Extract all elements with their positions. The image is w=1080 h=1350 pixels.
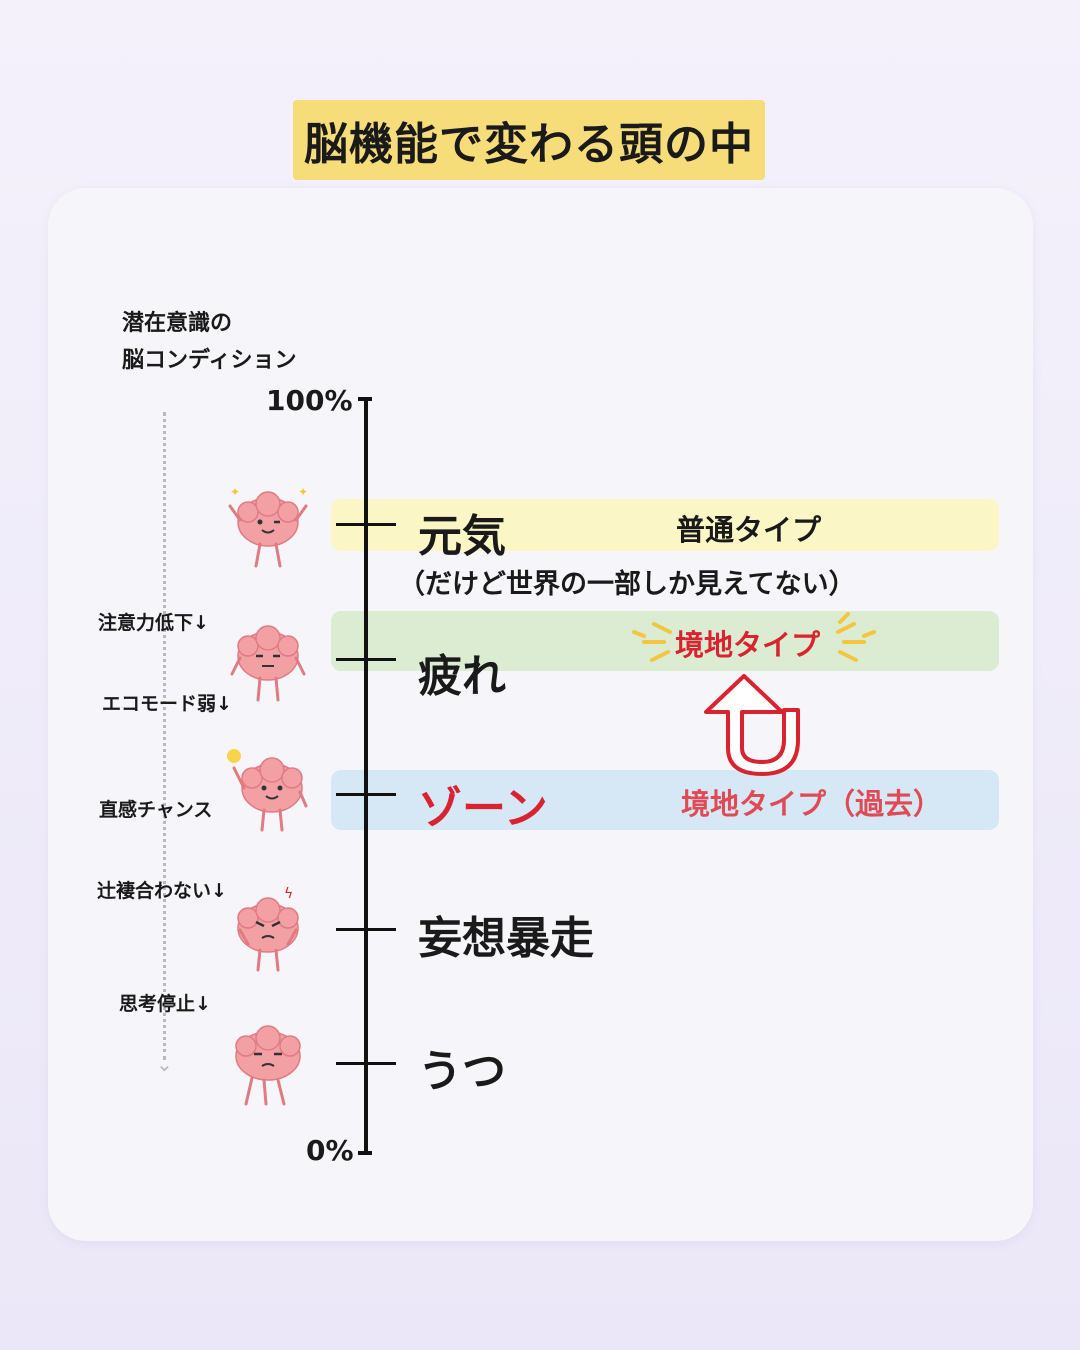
level-utsu: うつ [418,1046,506,1097]
tick-utsu [336,1062,396,1065]
axis-bottom-cap [358,1151,372,1155]
axis-bottom-label: 0% [306,1134,354,1167]
level-mousou: 妄想暴走 [418,913,594,964]
page-title: 脳機能で変わる頭の中 [293,100,765,180]
tick-genki [336,523,396,526]
level-tsukare: 疲れ [418,651,506,702]
axis-caption: 潜在意識の 脳コンディション [122,305,296,379]
note-eco: エコモード弱↓ [102,693,232,715]
brain-tired-icon [230,625,306,702]
band-label-normal: 普通タイプ [676,513,822,547]
note-thinking: 思考停止↓ [119,993,211,1015]
diagram-panel [48,188,1033,1241]
level-genki: 元気 [418,511,506,562]
tick-tsukare [336,658,396,661]
band-normal [331,499,999,551]
axis-caption-line1: 潜在意識の [122,311,233,336]
note-attention: 注意力低下↓ [98,612,209,634]
brain-idea-icon [227,749,308,832]
brain-sad-icon [235,1025,301,1106]
axis-caption-line2: 脳コンディション [122,348,297,373]
level-genki-note: （だけど世界の一部しか見えてない） [398,569,856,600]
band-label-kyouchi: 境地タイプ [675,628,821,662]
band-label-kyouchi-past: 境地タイプ（過去） [681,787,943,821]
svg-text:✦: ✦ [230,485,240,499]
brain-happy-icon: ✦✦ [228,485,308,568]
svg-text:ϟ: ϟ [284,886,293,902]
axis-top-cap [358,397,372,401]
brain-angry-icon: ϟ [237,886,299,972]
note-consistency: 辻褄合わない↓ [97,880,227,902]
axis-top-label: 100% [266,384,353,417]
level-zone: ゾーン [418,783,548,834]
svg-text:✦: ✦ [298,485,308,499]
up-arrow-icon [704,674,800,776]
note-intuition: 直感チャンス [99,799,213,821]
tick-mousou [336,928,396,931]
band-kyouchi-past [331,770,999,830]
tick-zone [336,793,396,796]
dotted-arrow-head: ⌄ [156,1052,173,1076]
vertical-axis [364,397,368,1155]
sparkle-icon [632,612,876,662]
dotted-down-arrow [163,412,166,1060]
